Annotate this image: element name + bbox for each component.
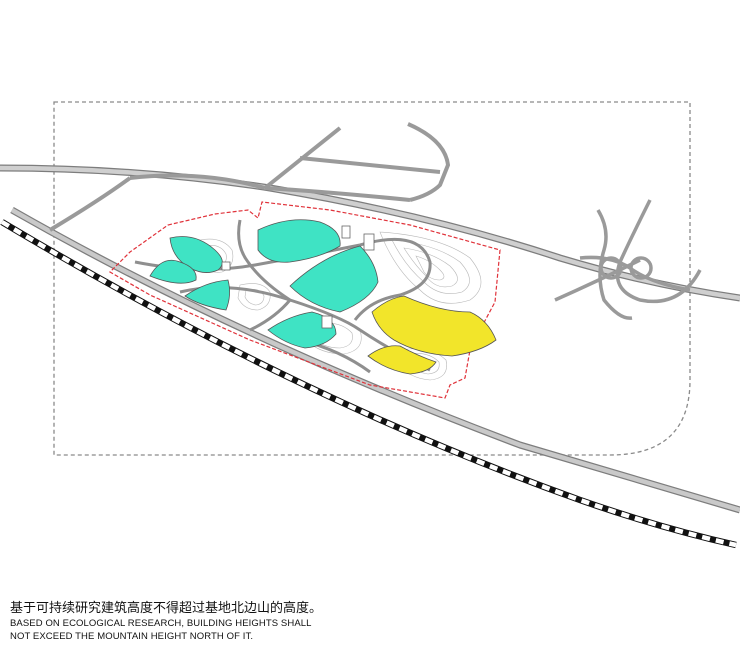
site-boundary	[109, 201, 501, 399]
northern-branch-roads	[48, 122, 451, 232]
restricted-zones	[367, 295, 497, 375]
building-zone-6	[267, 311, 337, 349]
building-zone-1	[169, 236, 223, 273]
railway	[0, 219, 737, 549]
building-zone-5	[289, 245, 379, 313]
southern-road	[10, 206, 740, 514]
interchange	[554, 199, 702, 320]
caption-english-line1: BASED ON ECOLOGICAL RESEARCH, BUILDING H…	[10, 618, 312, 629]
existing-buildings	[221, 225, 375, 329]
planning-boundary	[53, 101, 691, 456]
building-zone-4	[257, 219, 341, 263]
site-plan-diagram	[0, 101, 740, 549]
caption: 基于可持续研究建筑高度不得超过基地北边山的高度。 BASED ON ECOLOG…	[10, 600, 730, 643]
restricted-zone-2	[367, 345, 437, 375]
restricted-zone-1	[371, 295, 497, 357]
caption-chinese: 基于可持续研究建筑高度不得超过基地北边山的高度。	[10, 601, 323, 616]
building-zone-2	[149, 259, 197, 284]
building-zone-3	[184, 279, 230, 311]
building-zones	[149, 219, 379, 349]
caption-english-line2: NOT EXCEED THE MOUNTAIN HEIGHT NORTH OF …	[10, 631, 254, 642]
